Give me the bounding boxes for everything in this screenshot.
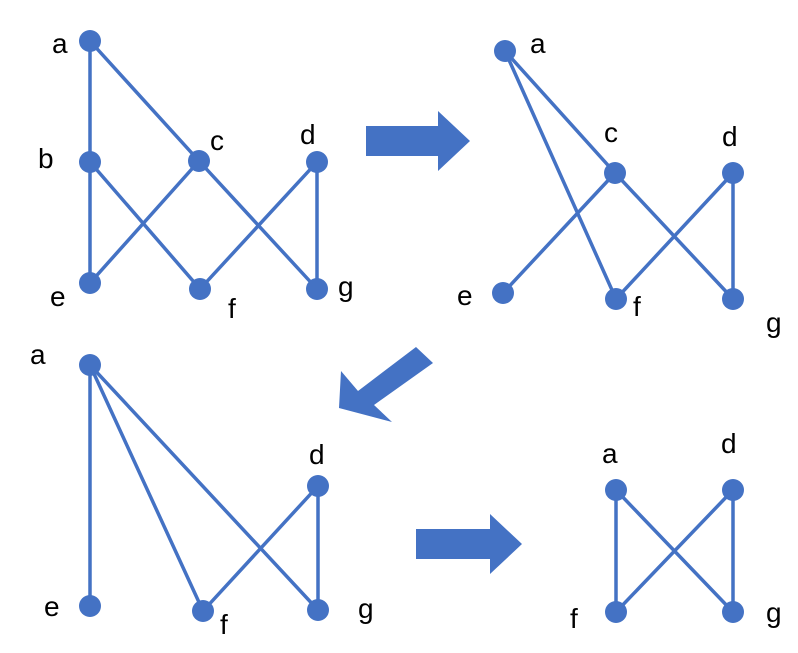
- edge-a-f: [503, 49, 618, 301]
- edge-d-f: [201, 484, 320, 613]
- node-b: [79, 151, 101, 173]
- edge-a-g: [88, 363, 320, 612]
- node-label-a: a: [52, 28, 68, 59]
- node-f: [189, 278, 211, 300]
- node-g: [722, 288, 744, 310]
- edge-c-e: [88, 159, 201, 285]
- node-a: [79, 30, 101, 52]
- node-label-g: g: [766, 597, 782, 628]
- graph-2: a c d e f g: [457, 28, 782, 338]
- node-f: [605, 601, 627, 623]
- node-c: [188, 150, 210, 172]
- node-label-d: d: [309, 439, 325, 470]
- node-f: [192, 600, 214, 622]
- node-a: [79, 354, 101, 376]
- graph-1: a b c d e f g: [38, 28, 354, 324]
- node-label-d: d: [721, 428, 737, 459]
- down-left-arrow-2: [339, 347, 433, 422]
- right-arrow-3: [416, 514, 522, 574]
- node-label-f: f: [570, 603, 578, 634]
- edge-a-f: [88, 363, 205, 613]
- node-label-g: g: [338, 271, 354, 302]
- node-label-a: a: [602, 438, 618, 469]
- node-label-e: e: [457, 280, 473, 311]
- node-d: [307, 475, 329, 497]
- edge-b-f: [88, 160, 202, 291]
- node-e: [79, 595, 101, 617]
- node-f: [605, 288, 627, 310]
- node-label-c: c: [210, 125, 224, 156]
- node-label-g: g: [358, 593, 374, 624]
- node-label-f: f: [633, 291, 641, 322]
- node-d: [306, 151, 328, 173]
- node-label-d: d: [722, 121, 738, 152]
- right-arrow-1: [366, 111, 470, 171]
- node-g: [306, 278, 328, 300]
- node-a: [494, 40, 516, 62]
- node-label-e: e: [44, 591, 60, 622]
- node-label-f: f: [220, 609, 228, 640]
- edge-a-c: [88, 39, 201, 163]
- node-d: [722, 162, 744, 184]
- edge-a-c: [503, 49, 617, 175]
- node-c: [604, 162, 626, 184]
- edge-d-f: [614, 488, 735, 614]
- node-label-g: g: [766, 307, 782, 338]
- edge-c-e: [501, 171, 617, 295]
- node-label-c: c: [604, 117, 618, 148]
- node-g: [722, 601, 744, 623]
- edge-d-f: [198, 160, 319, 291]
- node-label-a: a: [530, 28, 546, 59]
- node-label-f: f: [228, 293, 236, 324]
- graph-4: a d f g: [570, 428, 782, 634]
- node-d: [722, 479, 744, 501]
- edge-d-f: [614, 171, 735, 301]
- node-label-d: d: [300, 119, 316, 150]
- node-label-b: b: [38, 143, 54, 174]
- node-a: [605, 479, 627, 501]
- node-label-e: e: [50, 281, 66, 312]
- node-e: [79, 272, 101, 294]
- node-label-a: a: [30, 339, 46, 370]
- node-g: [307, 599, 329, 621]
- node-e: [492, 282, 514, 304]
- graph-3: a d e f g: [30, 339, 374, 640]
